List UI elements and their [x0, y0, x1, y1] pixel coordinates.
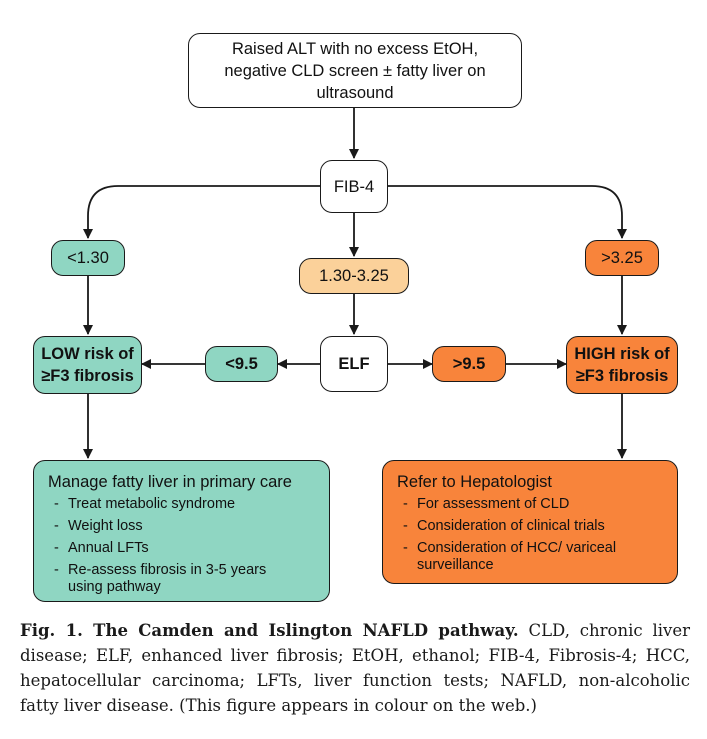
hepatologist-list: -For assessment of CLD -Consideration of… [397, 496, 665, 574]
list-item-text: For assessment of CLD [417, 496, 570, 512]
fib4-box: FIB-4 [320, 160, 388, 213]
list-item-text: Weight loss [68, 518, 143, 534]
list-item: -Consideration of clinical trials [403, 518, 665, 535]
caption-lead: Fig. 1. The Camden and Islington NAFLD p… [20, 621, 519, 640]
bullet-dash: - [403, 540, 408, 556]
elf-box: ELF [320, 336, 388, 392]
list-item-text: Consideration of HCC/ variceal surveilla… [417, 540, 617, 573]
elf-low-label: <9.5 [225, 355, 258, 373]
elf-high-box: >9.5 [432, 346, 506, 382]
high-risk-box: HIGH risk of ≥F3 fibrosis [566, 336, 678, 394]
list-item: -For assessment of CLD [403, 496, 665, 513]
bullet-dash: - [403, 518, 408, 534]
hepatologist-panel: Refer to Hepatologist -For assessment of… [382, 460, 678, 584]
high-risk-line-2: ≥F3 fibrosis [575, 367, 669, 385]
arrow-fib4-to-low [83, 185, 320, 239]
figure-caption: Fig. 1. The Camden and Islington NAFLD p… [20, 618, 690, 718]
primary-care-title: Manage fatty liver in primary care [48, 473, 292, 491]
list-item-text: Re-assess fibrosis in 3-5 years using pa… [68, 562, 267, 595]
list-item: -Weight loss [54, 518, 317, 535]
fib4-mid-box: 1.30-3.25 [299, 258, 409, 294]
list-item: -Treat metabolic syndrome [54, 496, 317, 513]
bullet-dash: - [54, 540, 59, 556]
fib4-mid-label: 1.30-3.25 [319, 267, 389, 285]
fib4-high-box: >3.25 [585, 240, 659, 276]
list-item-text: Consideration of clinical trials [417, 518, 605, 534]
elf-label: ELF [338, 355, 370, 373]
low-risk-line-2: ≥F3 fibrosis [41, 367, 134, 385]
start-line-3: ultrasound [316, 83, 394, 102]
list-item-text: Annual LFTs [68, 540, 149, 556]
fib4-label: FIB-4 [333, 177, 375, 196]
list-item-text: Treat metabolic syndrome [68, 496, 236, 512]
low-risk-box: LOW risk of ≥F3 fibrosis [33, 336, 142, 394]
primary-care-list: -Treat metabolic syndrome -Weight loss -… [48, 496, 317, 596]
fib4-high-label: >3.25 [601, 249, 643, 267]
start-condition-box: Raised ALT with no excess EtOH, negative… [188, 33, 522, 108]
bullet-dash: - [54, 562, 59, 578]
primary-care-panel: Manage fatty liver in primary care -Trea… [33, 460, 330, 602]
arrow-fib4-to-high [388, 185, 627, 239]
caption-text: CLD, chronic liver disease; ELF, enhance… [20, 621, 690, 715]
high-risk-line-1: HIGH risk of [574, 345, 670, 363]
list-item: -Consideration of HCC/ variceal surveill… [403, 540, 665, 574]
elf-high-label: >9.5 [452, 355, 486, 373]
hepatologist-title: Refer to Hepatologist [397, 473, 553, 491]
list-item: -Annual LFTs [54, 540, 317, 557]
fib4-low-label: <1.30 [67, 249, 109, 267]
flow-connectors [83, 108, 627, 459]
fib4-low-box: <1.30 [51, 240, 125, 276]
low-risk-line-1: LOW risk of [41, 345, 134, 363]
bullet-dash: - [403, 496, 408, 512]
list-item: -Re-assess fibrosis in 3-5 years using p… [54, 562, 317, 596]
start-line-1: Raised ALT with no excess EtOH, [231, 39, 479, 58]
bullet-dash: - [54, 518, 59, 534]
bullet-dash: - [54, 496, 59, 512]
elf-low-box: <9.5 [205, 346, 278, 382]
start-line-2: negative CLD screen ± fatty liver on [224, 61, 486, 80]
